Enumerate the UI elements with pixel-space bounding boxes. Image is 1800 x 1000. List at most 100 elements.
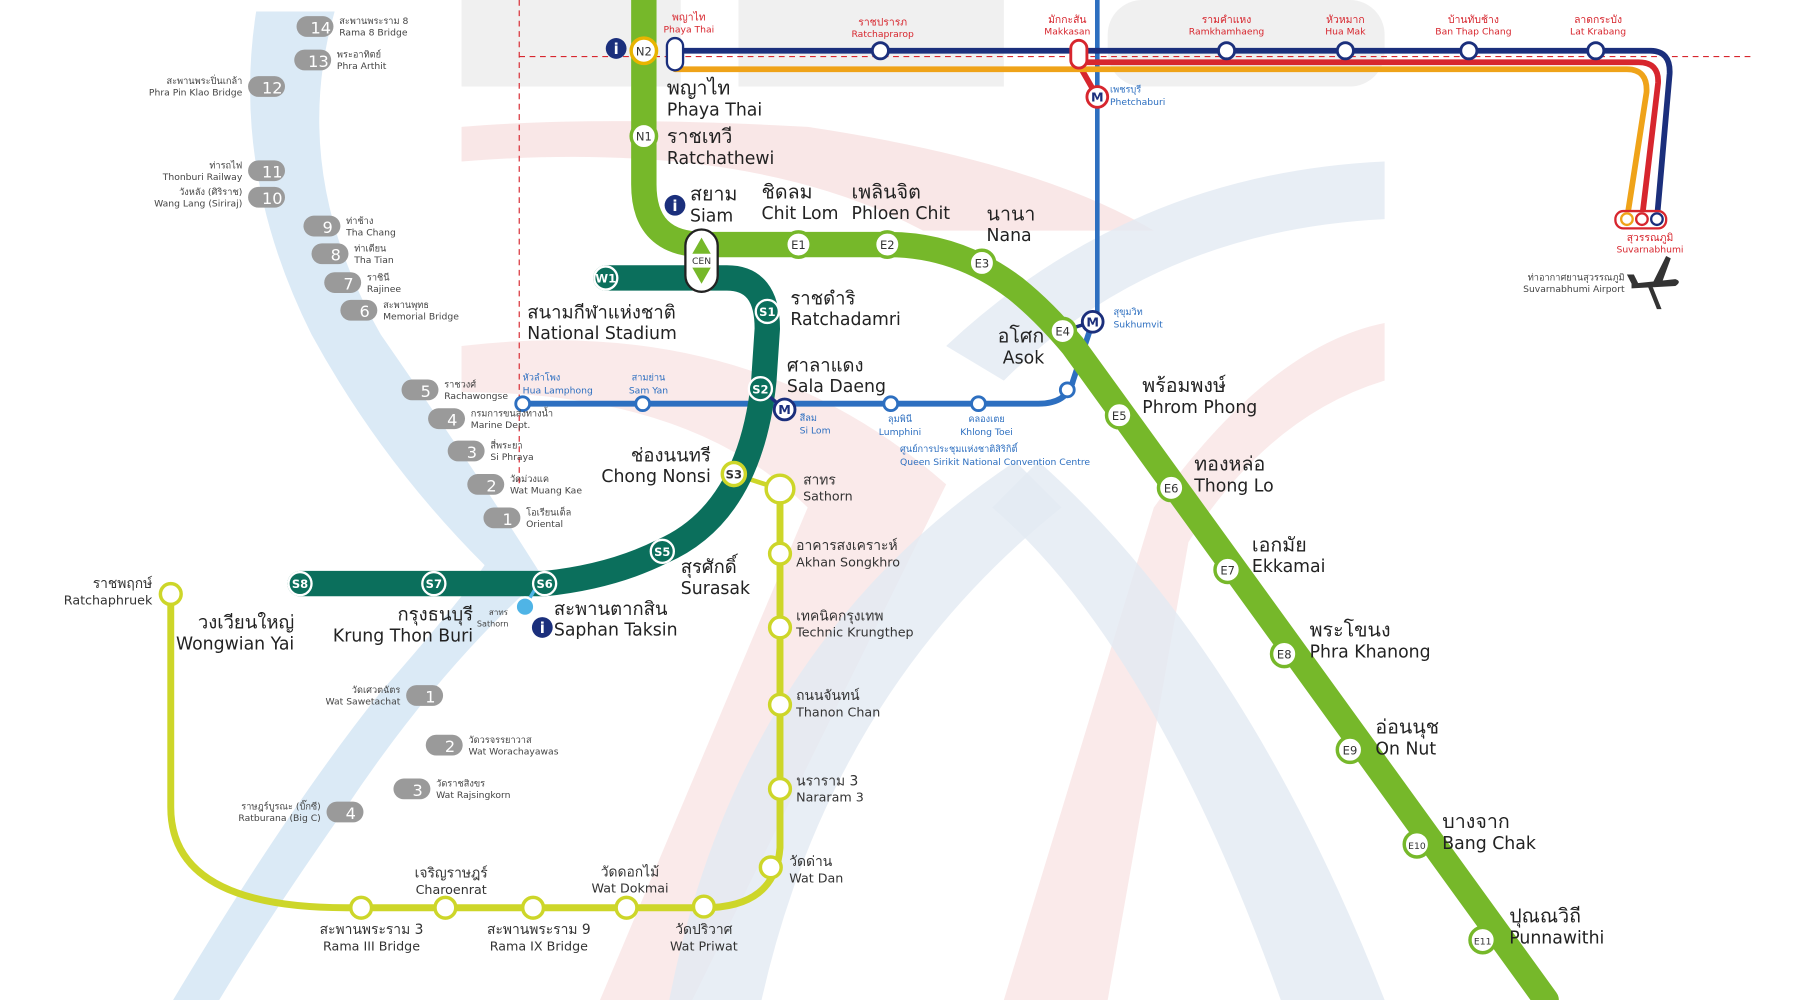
station-name-th: สะพานพระราม 3 — [320, 922, 424, 938]
pier-number: 9 — [323, 218, 333, 237]
station-name-th: สยาม — [690, 183, 737, 206]
suvarnabhumi-airport[interactable]: ท่าอากาศยานสุวรรณภูมิSuvarnabhumi Airpor… — [1523, 256, 1679, 310]
pier-number: 3 — [413, 781, 423, 800]
airport-express-line — [1075, 59, 1661, 223]
station-name-th: หัวหมาก — [1326, 14, 1364, 26]
pier-number: 8 — [331, 246, 341, 265]
brt-station[interactable]: วัดดอกไม้Wat Dokmai — [592, 864, 669, 920]
station-name-en: Ratchathewi — [667, 149, 774, 169]
airport-link-station[interactable]: สุวรรณภูมิSuvarnabhumi — [1614, 209, 1684, 256]
platform-marker — [1634, 212, 1649, 227]
mrt-station[interactable]: ศูนย์การประชุมแห่งชาติสิริกิติ์Queen Sir… — [900, 381, 1090, 468]
boat-pier[interactable]: 10วังหลัง (ศิริราช)Wang Lang (Siriraj) — [154, 186, 285, 210]
pier-name-th: ท่าช้าง — [346, 215, 373, 227]
station-s3[interactable]: S3ช่องนนทรีChong Nonsi — [601, 445, 748, 488]
station-code: E1 — [791, 238, 806, 252]
district-boundary-dashed — [518, 0, 1754, 485]
pier-badge — [324, 272, 362, 293]
station-name-th: ทองหล่อ — [1194, 453, 1265, 476]
pier-name-th: วัดวรจรรยาวาส — [468, 735, 532, 746]
station-marker — [1058, 381, 1076, 399]
brt-station[interactable]: ราชพฤกษ์Ratchaphruek — [64, 575, 183, 607]
station-name-en: Surasak — [681, 579, 750, 599]
brt-station[interactable]: ถนนจันทน์Thanon Chan — [767, 687, 881, 719]
station-name-en: Nana — [987, 226, 1032, 246]
brt-station[interactable]: เจริญราษฎร์Charoenrat — [415, 865, 489, 920]
station-code: N1 — [636, 130, 652, 144]
mrt-icon: M — [778, 402, 791, 417]
station-marker — [758, 855, 783, 880]
pier-badge — [326, 801, 364, 823]
mrt-station[interactable]: ลุมพินีLumphini — [879, 395, 921, 438]
station-s5[interactable]: S5สุรศักดิ์Surasak — [649, 538, 750, 599]
station-code: W1 — [595, 272, 616, 286]
silom-line — [287, 265, 780, 597]
station-name-en: Phetchaburi — [1110, 97, 1165, 108]
mrt-blue-line-horizontal — [519, 318, 1096, 407]
station-name-th: หัวลำโพง — [523, 372, 561, 384]
pier-name-th: สาทร — [489, 608, 509, 617]
station-marker — [1269, 639, 1299, 669]
brt-station[interactable]: อาคารสงเคราะห์Akhan Songkhro — [767, 537, 901, 569]
station-e9[interactable]: E9อ่อนนุชOn Nut — [1335, 716, 1439, 765]
pier-number: 7 — [343, 275, 353, 294]
